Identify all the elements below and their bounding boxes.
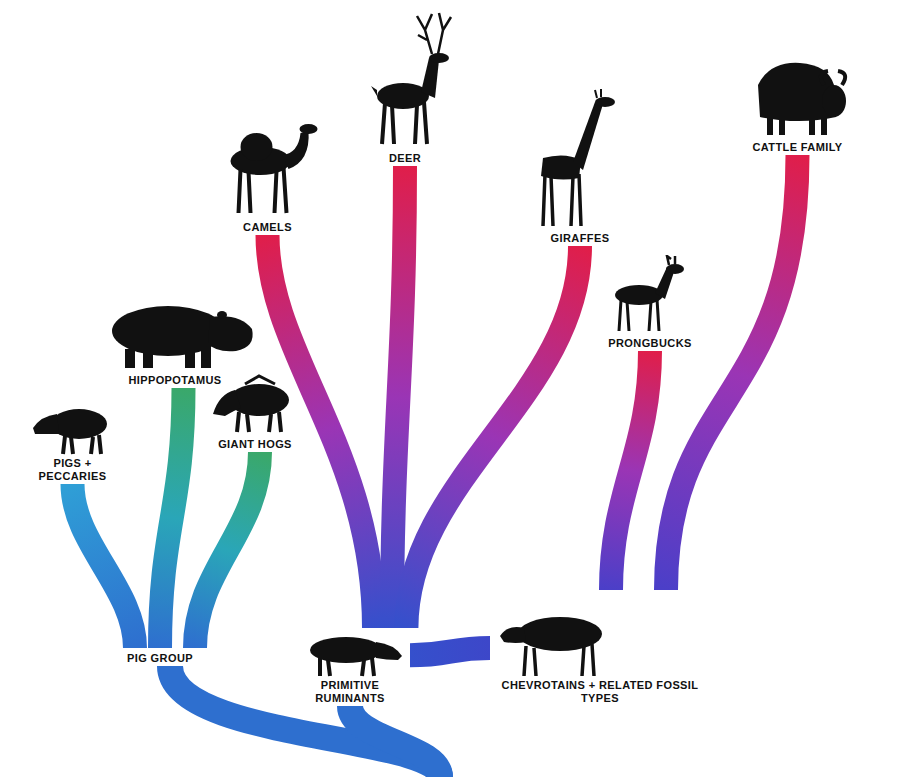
root-stem bbox=[350, 706, 440, 777]
lineage-band bbox=[611, 351, 650, 590]
label-row: HIPPOPOTAMUS bbox=[90, 370, 260, 388]
animal-figure bbox=[290, 628, 410, 678]
lineage-band bbox=[160, 388, 184, 648]
lineage-band bbox=[268, 235, 375, 628]
taxon-label: CAMELS bbox=[239, 220, 296, 235]
lineage-band bbox=[195, 452, 260, 648]
animal-figure bbox=[490, 590, 710, 678]
animal-figure bbox=[25, 398, 120, 456]
animal-figure bbox=[595, 255, 705, 333]
label-row: GIRAFFES bbox=[515, 228, 645, 246]
lineage-band bbox=[666, 155, 798, 590]
taxon-node: DEER bbox=[355, 8, 455, 166]
taxon-node: GIRAFFES bbox=[515, 88, 645, 246]
taxon-node: CATTLE FAMILY bbox=[740, 55, 855, 155]
taxon-label: PIG GROUP bbox=[123, 651, 197, 666]
label-row: GIANT HOGS bbox=[205, 434, 305, 452]
taxon-node: CAMELS bbox=[210, 105, 325, 235]
animal-figure bbox=[90, 295, 260, 370]
taxon-label: GIRAFFES bbox=[547, 231, 614, 246]
lineage-band bbox=[406, 246, 580, 628]
label-row: PRIMITIVE RUMINANTS bbox=[290, 678, 410, 706]
taxon-label: DEER bbox=[385, 151, 425, 166]
taxon-node: CHEVROTAINS + RELATED FOSSIL TYPES bbox=[490, 590, 710, 706]
label-row: DEER bbox=[355, 148, 455, 166]
label-row: CHEVROTAINS + RELATED FOSSIL TYPES bbox=[490, 678, 710, 706]
lineage-band bbox=[392, 166, 405, 628]
taxon-label: PRIMITIVE RUMINANTS bbox=[290, 678, 410, 706]
animal-figure bbox=[205, 372, 305, 434]
root-stem bbox=[170, 666, 440, 777]
taxon-label: GIANT HOGS bbox=[214, 437, 296, 452]
label-row: PIGS + PECCARIES bbox=[25, 456, 120, 484]
taxon-label: PRONGBUCKS bbox=[604, 336, 695, 351]
taxon-label: PIGS + PECCARIES bbox=[25, 456, 120, 484]
taxon-node: PIG GROUP bbox=[110, 648, 210, 666]
taxon-node: GIANT HOGS bbox=[205, 372, 305, 452]
taxon-node: PRONGBUCKS bbox=[595, 255, 705, 351]
taxon-node: PIGS + PECCARIES bbox=[25, 398, 120, 484]
taxon-node: HIPPOPOTAMUS bbox=[90, 295, 260, 388]
taxon-node: PRIMITIVE RUMINANTS bbox=[290, 628, 410, 706]
animal-figure bbox=[515, 88, 645, 228]
label-row: PIG GROUP bbox=[110, 648, 210, 666]
animal-figure bbox=[740, 55, 855, 137]
label-row: CATTLE FAMILY bbox=[740, 137, 855, 155]
lineage-band bbox=[73, 484, 136, 648]
animal-figure bbox=[355, 8, 455, 148]
label-row: CAMELS bbox=[210, 217, 325, 235]
taxon-label: HIPPOPOTAMUS bbox=[124, 373, 225, 388]
taxon-label: CHEVROTAINS + RELATED FOSSIL TYPES bbox=[490, 678, 710, 706]
animal-figure bbox=[210, 105, 325, 217]
label-row: PRONGBUCKS bbox=[595, 333, 705, 351]
taxon-label: CATTLE FAMILY bbox=[748, 140, 846, 155]
lineage-band bbox=[410, 648, 490, 655]
